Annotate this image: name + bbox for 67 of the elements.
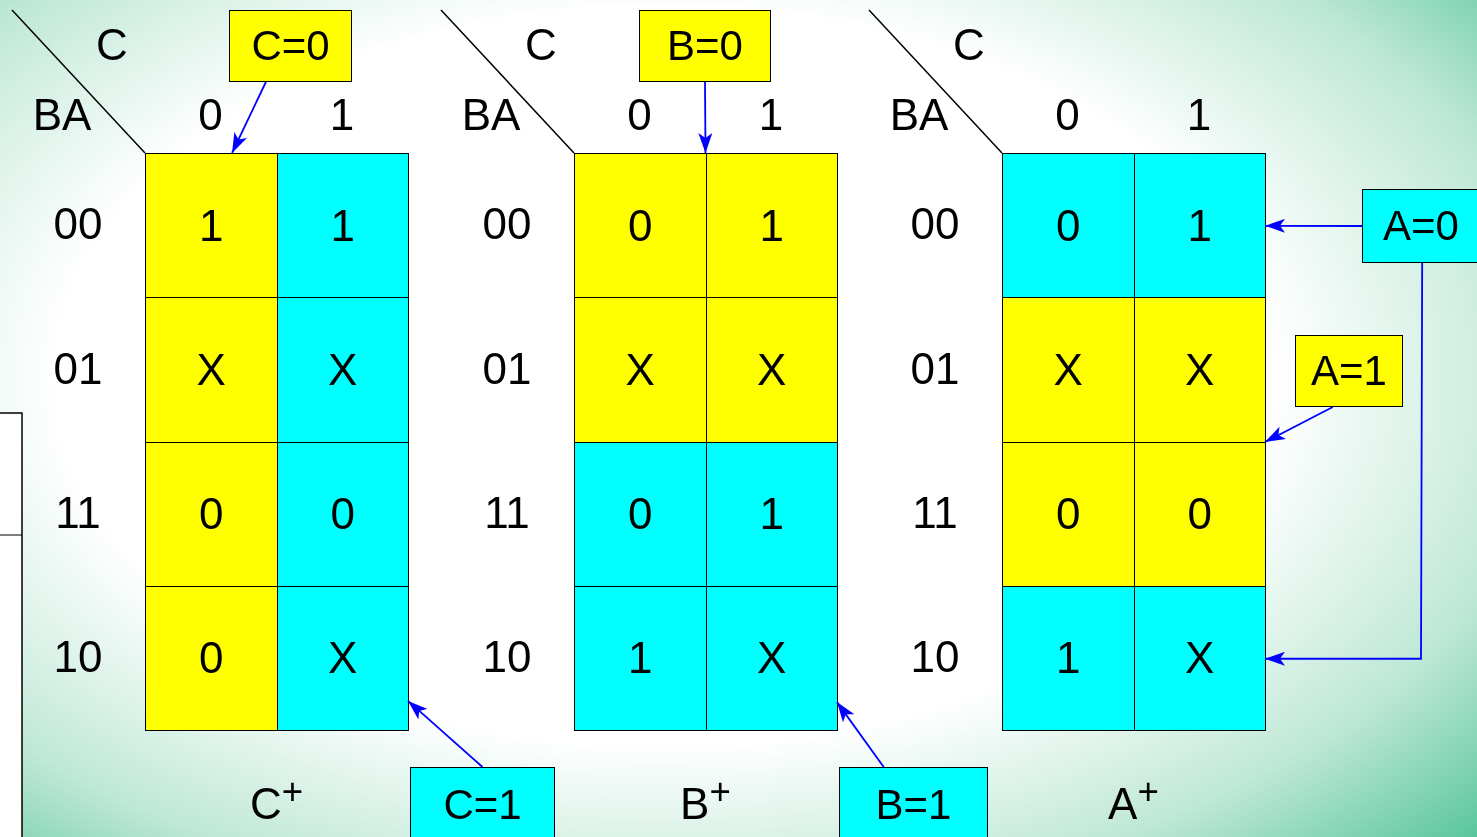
map-cell: X: [1002, 297, 1135, 443]
map-cell: 1: [1002, 585, 1135, 731]
map-cell: 1: [276, 153, 409, 299]
map-cell: X: [1133, 585, 1266, 731]
row-header: 11: [912, 488, 958, 538]
column-header: 0: [198, 90, 223, 140]
map-cell: X: [705, 585, 838, 731]
column-header: 1: [1186, 90, 1212, 140]
callout-box: C=0: [229, 10, 352, 82]
map-cell: X: [276, 585, 409, 731]
map-cell: X: [145, 297, 278, 443]
map-cell: 1: [705, 441, 838, 587]
map-cell: 0: [276, 441, 409, 587]
map-title: B$^{+}$: [680, 770, 731, 830]
row-header: 10: [482, 632, 532, 682]
row-header: 11: [55, 488, 101, 538]
axis-label: C: [96, 20, 128, 70]
map-cell: X: [705, 297, 838, 443]
column-header: 1: [329, 90, 355, 140]
map-title: A$^{+}$: [1108, 770, 1159, 830]
row-header: 00: [53, 199, 103, 249]
row-header: 01: [482, 344, 532, 394]
map-cell: X: [1133, 297, 1266, 443]
karnaugh-map: [1002, 153, 1265, 731]
row-header: 10: [910, 632, 960, 682]
row-header: 00: [910, 199, 960, 249]
map-title: C$^{+}$: [249, 770, 304, 830]
row-header: 10: [53, 632, 103, 682]
arrow: [1264, 262, 1424, 666]
axis-label: BA: [32, 90, 92, 140]
map-cell: 1: [574, 585, 707, 731]
axis-label: C: [953, 20, 985, 70]
arrow: [1264, 406, 1334, 443]
row-header: 01: [910, 344, 960, 394]
row-header: 01: [53, 344, 103, 394]
map-cell: 1: [705, 153, 838, 299]
callout-box: B=0: [639, 10, 771, 82]
map-cell: 1: [145, 153, 278, 299]
axis-label: C: [525, 20, 557, 70]
map-cell: X: [574, 297, 707, 443]
map-cell: 0: [145, 585, 278, 731]
map-cell: 1: [1133, 153, 1266, 299]
karnaugh-map: [145, 153, 408, 731]
column-header: 0: [627, 90, 652, 140]
callout-box: C=1: [410, 767, 555, 837]
map-cell: 0: [574, 153, 707, 299]
arrow: [231, 81, 267, 154]
axis-label: BA: [461, 90, 521, 140]
map-cell: X: [276, 297, 409, 443]
arrow: [407, 700, 484, 768]
callout-box: A=1: [1295, 335, 1403, 407]
arrow: [836, 701, 885, 768]
row-header: 11: [484, 488, 530, 538]
arrow: [698, 81, 713, 154]
column-header: 1: [758, 90, 784, 140]
map-cell: 0: [574, 441, 707, 587]
karnaugh-map: [574, 153, 837, 731]
callout-box: B=1: [839, 767, 988, 837]
map-cell: 0: [145, 441, 278, 587]
axis-label: BA: [889, 90, 949, 140]
row-header: 00: [482, 199, 532, 249]
map-cell: 0: [1002, 153, 1135, 299]
column-header: 0: [1055, 90, 1080, 140]
arrow: [1264, 218, 1363, 233]
map-cell: 0: [1133, 441, 1266, 587]
map-cell: 0: [1002, 441, 1135, 587]
callout-box: A=0: [1362, 189, 1477, 263]
